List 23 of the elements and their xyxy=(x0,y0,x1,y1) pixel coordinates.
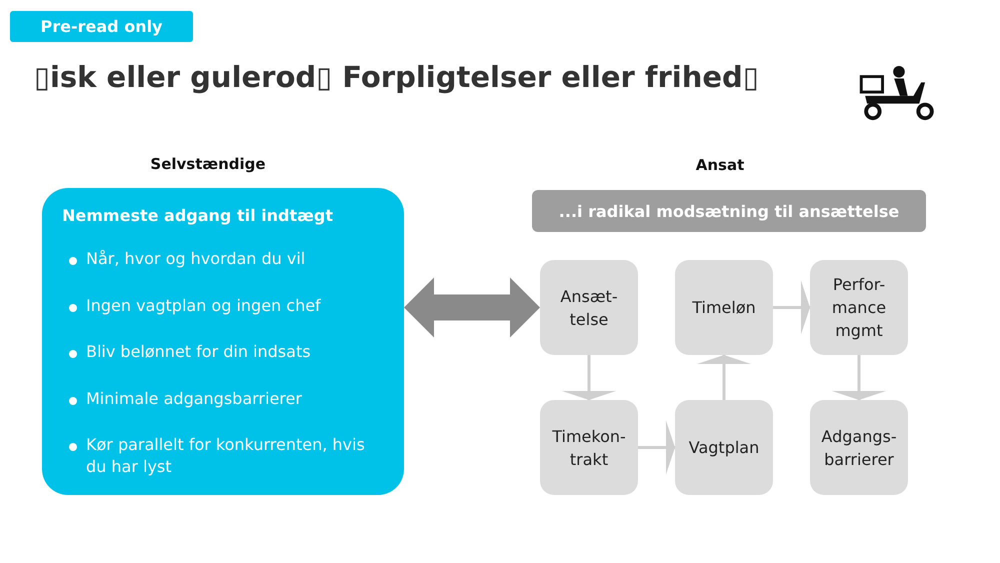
bullet-text: Bliv belønnet for din indsats xyxy=(86,341,312,363)
card-heading: Nemmeste adgang til indtægt xyxy=(62,206,333,225)
chevron-arrow xyxy=(638,420,675,474)
process-box: Timeløn xyxy=(675,260,773,355)
banner: ...i radikal modsætning til ansættelse xyxy=(532,190,926,232)
process-box: Perfor- mance mgmt xyxy=(810,260,908,355)
process-box: Ansæt- telse xyxy=(540,260,638,355)
double-arrow xyxy=(404,278,540,338)
process-box: Adgangs- barrierer xyxy=(810,400,908,495)
column-heading: Selvstændige xyxy=(149,155,267,173)
column-heading: Ansat xyxy=(694,156,746,174)
chevron-arrow xyxy=(832,355,886,400)
bullet-text: Ingen vagtplan og ingen chef xyxy=(86,294,322,316)
chevron-arrow xyxy=(773,280,810,334)
title: ▯isk eller gulerod▯ Forpligtelser eller frihed▯ xyxy=(34,60,759,94)
bullet-text: Kør parallelt for konkurrenten, hvis du har lyst xyxy=(86,434,366,478)
chevron-arrow xyxy=(697,355,751,400)
bullet-text: Når, hvor og hvordan du vil xyxy=(86,248,306,270)
process-box: Vagtplan xyxy=(675,400,773,495)
process-box: Timekon- trakt xyxy=(540,400,638,495)
chevron-arrow xyxy=(562,355,616,400)
bullet-text: Minimale adgangsbarrierer xyxy=(86,388,303,410)
status-badge: Pre-read only xyxy=(10,11,193,42)
